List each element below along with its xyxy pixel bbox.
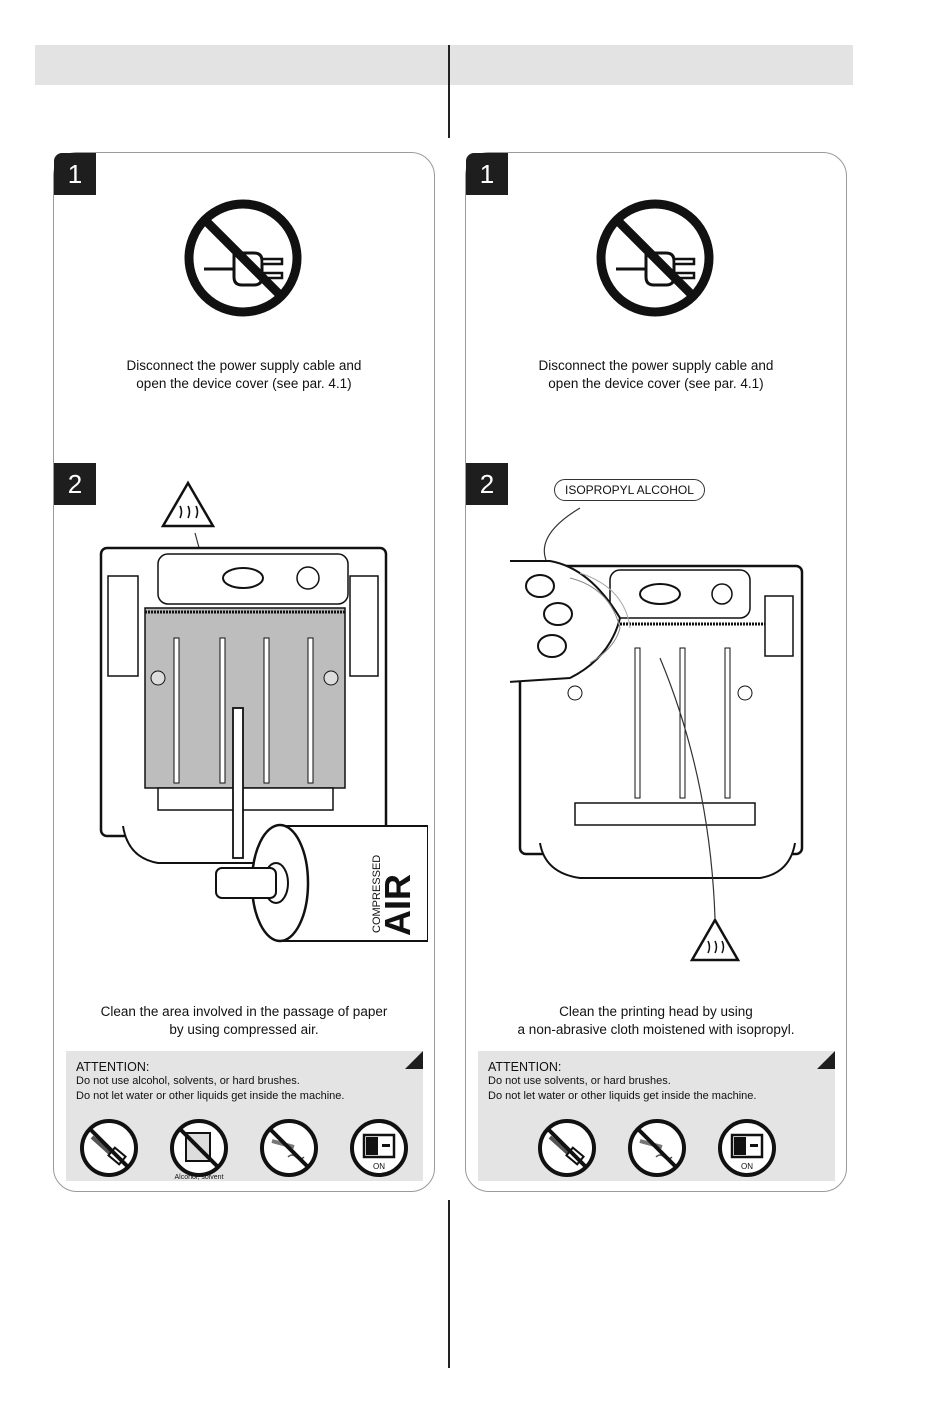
power-switch-icon: ON	[716, 1117, 778, 1179]
attention-title: ATTENTION:	[76, 1060, 150, 1074]
attention-line: Do not use alcohol, solvents, or hard br…	[76, 1075, 300, 1087]
no-alcohol-icon: Alcohol, solvent	[168, 1117, 230, 1181]
step1-caption: Disconnect the power supply cable and op…	[126, 358, 362, 391]
attention-title: ATTENTION:	[488, 1060, 562, 1074]
no-water-icon	[626, 1117, 688, 1179]
printer-compressed-air-illustration: COMPRESSED AIR	[99, 480, 428, 943]
step2-caption: Clean the area involved in the passage o…	[100, 1004, 388, 1037]
no-brush-icon	[78, 1117, 140, 1179]
printer-cleaning-head-illustration	[510, 507, 804, 962]
cleaning-panel-paper-path: 1 Disconnect the power supply cable and …	[53, 152, 435, 1192]
corner-marker-icon	[817, 1051, 835, 1069]
svg-text:AIR: AIR	[377, 874, 418, 936]
attention-line: Do not use solvents, or hard brushes.	[488, 1075, 671, 1087]
isopropyl-alcohol-label: ISOPROPYL ALCOHOL	[554, 479, 705, 501]
attention-box: ATTENTION: Do not use alcohol, solvents,…	[66, 1051, 423, 1181]
cleaning-panel-print-head: 1 Disconnect the power supply cable and …	[465, 152, 847, 1192]
header-bar	[35, 45, 853, 85]
attention-line: Do not let water or other liquids get in…	[76, 1090, 345, 1102]
hot-surface-warning-icon	[659, 657, 741, 962]
no-power-plug-icon	[596, 199, 714, 317]
no-brush-icon	[536, 1117, 598, 1179]
step1-caption: Disconnect the power supply cable and op…	[538, 358, 774, 391]
column-divider-bottom	[448, 1200, 450, 1368]
compressed-air-can: COMPRESSED AIR	[215, 707, 428, 943]
no-power-plug-icon	[184, 199, 302, 317]
column-divider-top	[448, 45, 450, 138]
step2-caption: Clean the printing head by using a non-a…	[517, 1004, 795, 1037]
step-number-badge: 2	[54, 463, 96, 505]
hand-with-cloth	[510, 560, 631, 683]
attention-box: ATTENTION: Do not use solvents, or hard …	[478, 1051, 835, 1181]
power-switch-icon: ON	[348, 1117, 410, 1179]
corner-marker-icon	[405, 1051, 423, 1069]
no-water-icon	[258, 1117, 320, 1179]
step-number-badge: 1	[466, 153, 508, 195]
step-number-badge: 1	[54, 153, 96, 195]
attention-line: Do not let water or other liquids get in…	[488, 1090, 757, 1102]
step-number-badge: 2	[466, 463, 508, 505]
svg-text:COMPRESSED: COMPRESSED	[371, 855, 383, 933]
